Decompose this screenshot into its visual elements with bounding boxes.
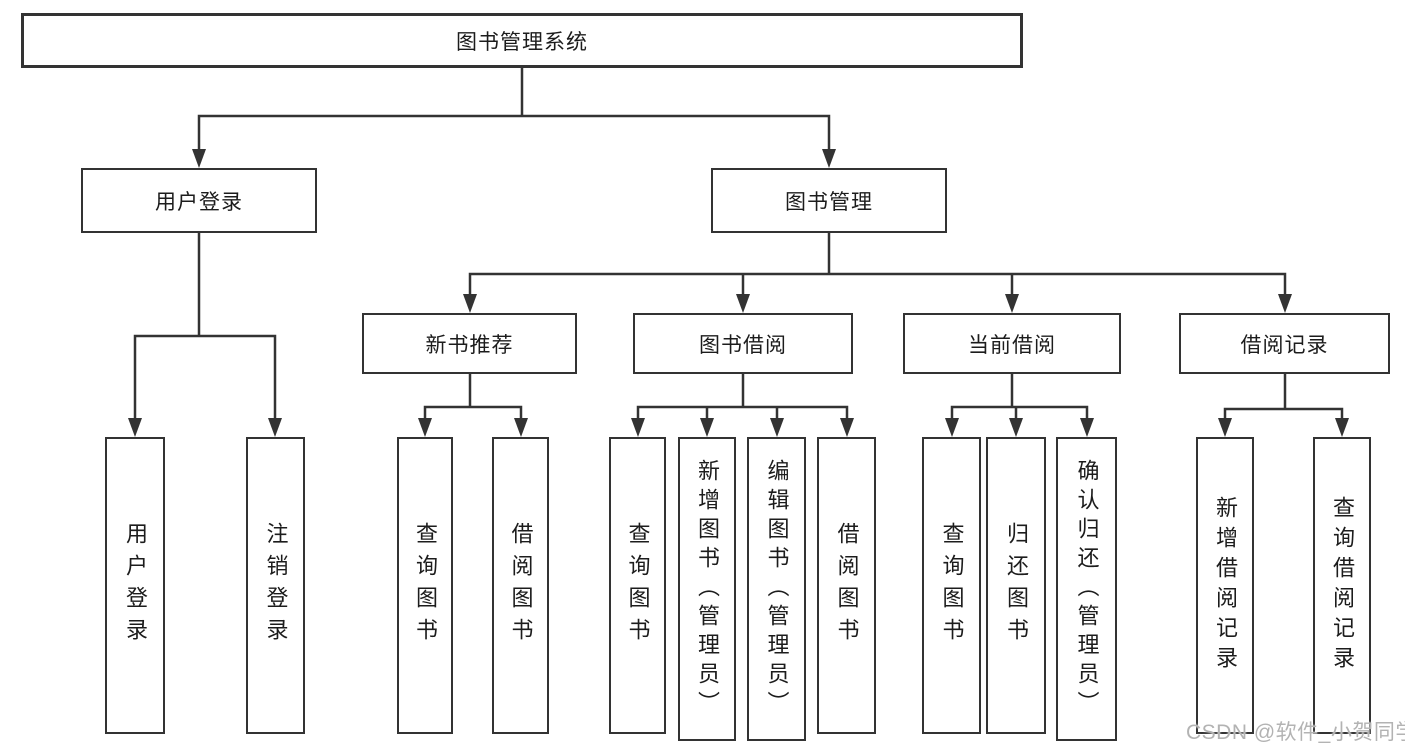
node-user-login: 用户登录	[81, 168, 317, 233]
node-book-borrowing-label: 图书借阅	[699, 333, 787, 357]
leaf-logout-label: 注销登录	[263, 521, 289, 650]
leaf-current-return-books: 归还图书	[986, 437, 1046, 734]
leaf-borrowing-edit-books-admin-label: 编辑图书（管理员）	[764, 458, 790, 720]
leaf-borrowing-borrow-books: 借阅图书	[817, 437, 876, 734]
leaf-current-return-books-label: 归还图书	[1004, 521, 1029, 650]
leaf-current-confirm-return-admin-label: 确认归还（管理员）	[1074, 458, 1100, 720]
csdn-watermark: CSDN @软件_小贺同学	[1186, 716, 1405, 746]
leaf-newbook-query-books-label: 查询图书	[413, 521, 438, 650]
leaf-records-query-record-label: 查询借阅记录	[1330, 495, 1355, 676]
connector-book-borrowing-to-leaves	[636, 372, 849, 422]
csdn-watermark-text: CSDN @软件_小贺同学	[1186, 721, 1405, 744]
arrowheads	[128, 149, 1349, 437]
connector-borrow-records-to-leaves	[1223, 372, 1344, 422]
node-book-borrowing: 图书借阅	[633, 313, 853, 374]
leaf-newbook-borrow-books-label: 借阅图书	[508, 521, 534, 650]
node-user-login-label: 用户登录	[155, 190, 243, 214]
leaf-newbook-borrow-books: 借阅图书	[492, 437, 549, 734]
node-book-management: 图书管理	[711, 168, 947, 233]
node-new-book-recommend-label: 新书推荐	[425, 333, 514, 357]
leaf-records-add-record: 新增借阅记录	[1196, 437, 1254, 734]
leaf-borrowing-add-books-admin: 新增图书（管理员）	[678, 437, 736, 741]
node-borrow-records-label: 借阅记录	[1240, 333, 1329, 357]
leaf-borrowing-borrow-books-label: 借阅图书	[834, 521, 860, 650]
connector-root-to-level2	[197, 66, 831, 152]
connector-book-management-to-level3	[468, 231, 1287, 298]
leaf-records-query-record: 查询借阅记录	[1313, 437, 1371, 734]
node-new-book-recommend: 新书推荐	[362, 313, 577, 374]
node-current-borrowing-label: 当前借阅	[968, 333, 1056, 357]
leaf-newbook-query-books: 查询图书	[397, 437, 453, 734]
connector-current-borrowing-to-leaves	[950, 372, 1089, 422]
node-root: 图书管理系统	[21, 13, 1023, 68]
connector-user-login-to-leaves	[133, 231, 277, 422]
leaf-logout: 注销登录	[246, 437, 305, 734]
leaf-borrowing-query-books: 查询图书	[609, 437, 666, 734]
leaf-borrowing-add-books-admin-label: 新增图书（管理员）	[695, 458, 720, 720]
leaf-user-login-label: 用户登录	[123, 521, 148, 650]
leaf-user-login: 用户登录	[105, 437, 165, 734]
connector-new-book-to-leaves	[423, 372, 523, 422]
node-root-label: 图书管理系统	[456, 30, 588, 54]
node-current-borrowing: 当前借阅	[903, 313, 1121, 374]
node-borrow-records: 借阅记录	[1179, 313, 1390, 374]
leaf-current-query-books: 查询图书	[922, 437, 981, 734]
leaf-current-query-books-label: 查询图书	[939, 521, 965, 650]
leaf-current-confirm-return-admin: 确认归还（管理员）	[1056, 437, 1117, 741]
leaf-borrowing-query-books-label: 查询图书	[625, 521, 651, 650]
node-book-management-label: 图书管理	[785, 190, 873, 214]
leaf-records-add-record-label: 新增借阅记录	[1213, 495, 1238, 676]
leaf-borrowing-edit-books-admin: 编辑图书（管理员）	[747, 437, 806, 741]
